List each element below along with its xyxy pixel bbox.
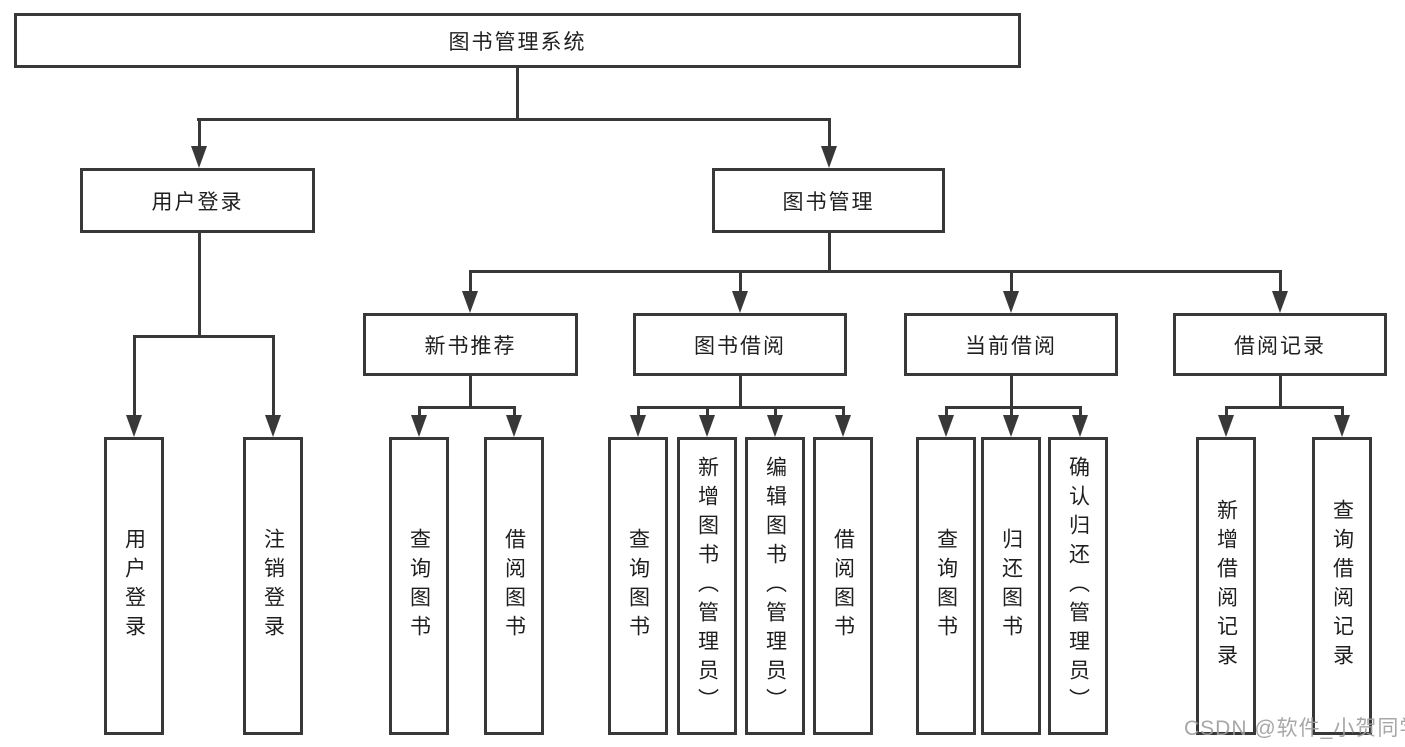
connector-line	[133, 335, 274, 338]
arrow-down-icon	[1272, 291, 1288, 313]
connector-line	[197, 118, 830, 121]
arrow-down-icon	[1218, 415, 1234, 437]
leaf-confirm-return-admin: 确认归还（管理员）	[1048, 437, 1108, 735]
arrow-down-icon	[191, 146, 207, 168]
arrow-down-icon	[126, 415, 142, 437]
node-label: 用户登录	[122, 528, 146, 644]
node-label: 当前借阅	[965, 334, 1057, 358]
node-label: 图书借阅	[694, 334, 786, 358]
connector-line	[272, 335, 275, 419]
connector-line	[739, 270, 742, 295]
leaf-query-books-borrowing: 查询图书	[608, 437, 668, 735]
connector-line	[739, 376, 742, 409]
leaf-add-book-admin: 新增图书（管理员）	[677, 437, 737, 735]
node-label: 借阅图书	[831, 528, 855, 644]
connector-line	[469, 376, 472, 409]
leaf-add-borrow-record: 新增借阅记录	[1196, 437, 1256, 735]
node-label: 借阅记录	[1234, 334, 1326, 358]
leaf-query-borrow-record: 查询借阅记录	[1312, 437, 1372, 735]
arrow-down-icon	[1003, 415, 1019, 437]
node-borrowing-records: 借阅记录	[1173, 313, 1387, 376]
node-label: 用户登录	[151, 190, 244, 214]
node-new-book-recommendation: 新书推荐	[363, 313, 578, 376]
node-label: 新增借阅记录	[1214, 499, 1238, 673]
connector-line	[1279, 376, 1282, 409]
arrow-down-icon	[732, 291, 748, 313]
leaf-logout-login: 注销登录	[243, 437, 303, 735]
connector-line	[1010, 406, 1013, 418]
connector-line	[774, 406, 777, 418]
leaf-query-books-current: 查询图书	[916, 437, 976, 735]
connector-line	[198, 233, 201, 338]
arrow-down-icon	[265, 415, 281, 437]
node-book-borrowing: 图书借阅	[633, 313, 847, 376]
connector-line	[418, 406, 421, 418]
leaf-borrow-books-recommend: 借阅图书	[484, 437, 544, 735]
connector-line	[842, 406, 845, 418]
connector-line	[1079, 406, 1082, 418]
connector-line	[513, 406, 516, 418]
node-label: 查询图书	[934, 528, 958, 644]
leaf-borrow-books-borrowing: 借阅图书	[813, 437, 873, 735]
connector-line	[1010, 270, 1013, 295]
connector-line	[945, 406, 1081, 409]
arrow-down-icon	[835, 415, 851, 437]
arrow-down-icon	[938, 415, 954, 437]
connector-line	[1279, 270, 1282, 295]
node-label: 新书推荐	[424, 334, 517, 358]
connector-line	[945, 406, 948, 418]
arrow-down-icon	[821, 146, 837, 168]
arrow-down-icon	[411, 415, 427, 437]
connector-line	[469, 270, 1281, 273]
connector-line	[1225, 406, 1343, 409]
connector-line	[637, 406, 640, 418]
connector-line	[637, 406, 844, 409]
connector-line	[1010, 376, 1013, 409]
arrow-down-icon	[1072, 415, 1088, 437]
connector-line	[469, 270, 472, 295]
node-book-management: 图书管理	[712, 168, 945, 233]
node-label: 编辑图书（管理员）	[763, 455, 787, 717]
leaf-edit-book-admin: 编辑图书（管理员）	[745, 437, 805, 735]
leaf-query-books-recommend: 查询图书	[389, 437, 449, 735]
node-label: 查询图书	[407, 528, 431, 644]
node-label: 借阅图书	[502, 528, 526, 644]
connector-line	[198, 118, 201, 150]
node-label: 图书管理系统	[448, 30, 587, 54]
node-label: 新增图书（管理员）	[695, 455, 719, 717]
node-label: 图书管理	[782, 190, 875, 214]
arrow-down-icon	[1334, 415, 1350, 437]
connector-line	[1225, 406, 1228, 418]
node-label: 查询借阅记录	[1330, 499, 1354, 673]
leaf-user-login: 用户登录	[104, 437, 164, 735]
connector-line	[1341, 406, 1344, 418]
node-label: 注销登录	[261, 528, 285, 644]
leaf-return-books: 归还图书	[981, 437, 1041, 735]
node-label: 归还图书	[999, 528, 1023, 644]
connector-line	[706, 406, 709, 418]
connector-line	[516, 68, 519, 119]
connector-line	[133, 335, 136, 419]
connector-line	[418, 406, 515, 409]
node-label: 确认归还（管理员）	[1066, 455, 1090, 717]
watermark: CSDN @软件_小贺同学	[1184, 717, 1405, 740]
arrow-down-icon	[699, 415, 715, 437]
node-library-management-system: 图书管理系统	[14, 13, 1021, 68]
arrow-down-icon	[506, 415, 522, 437]
arrow-down-icon	[630, 415, 646, 437]
connector-line	[828, 118, 831, 150]
arrow-down-icon	[1003, 291, 1019, 313]
node-current-borrowing: 当前借阅	[904, 313, 1118, 376]
arrow-down-icon	[462, 291, 478, 313]
node-label: 查询图书	[626, 528, 650, 644]
connector-line	[828, 233, 831, 273]
node-user-login: 用户登录	[80, 168, 315, 233]
arrow-down-icon	[767, 415, 783, 437]
